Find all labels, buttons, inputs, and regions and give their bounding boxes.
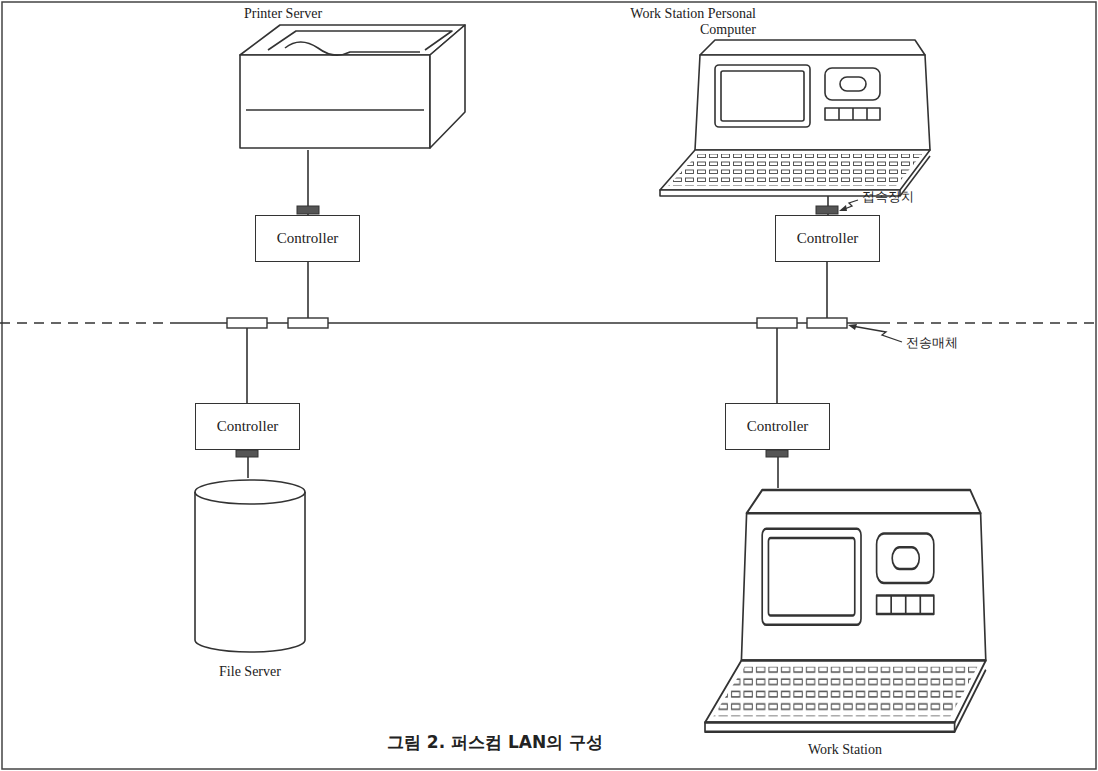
device-label: File Server xyxy=(188,664,312,680)
workstation-illustration xyxy=(705,490,986,732)
workstation-illustration xyxy=(660,40,930,196)
printer-illustration xyxy=(240,25,465,148)
connector-tab xyxy=(236,206,838,457)
controller-box: Controller xyxy=(725,403,830,450)
controller-label: Controller xyxy=(217,418,279,435)
transmission-bus xyxy=(0,262,1098,403)
device-label: Work Station Personal Computer xyxy=(628,6,756,38)
controller-box: Controller xyxy=(255,215,360,262)
workstation-node: Work Station xyxy=(700,488,990,764)
file-server-node: File Server xyxy=(188,478,312,688)
device-label: Printer Server xyxy=(244,6,444,22)
controller-label: Controller xyxy=(797,230,859,247)
printer-server-node: Printer Server xyxy=(238,4,468,150)
callout-label: 접속장치 xyxy=(862,188,914,206)
workstation-node: Work Station Personal Computer xyxy=(624,2,936,196)
bus-tap xyxy=(227,318,847,328)
file-server-illustration xyxy=(195,480,305,652)
connector-line xyxy=(307,150,309,215)
figure-caption: 그림 2. 퍼스컴 LAN의 구성 xyxy=(200,731,790,754)
controller-box: Controller xyxy=(775,215,880,262)
device-label: Work Station xyxy=(700,742,990,758)
callout-label: 전송매체 xyxy=(906,334,958,352)
controller-label: Controller xyxy=(277,230,339,247)
controller-box: Controller xyxy=(195,403,300,450)
controller-label: Controller xyxy=(747,418,809,435)
